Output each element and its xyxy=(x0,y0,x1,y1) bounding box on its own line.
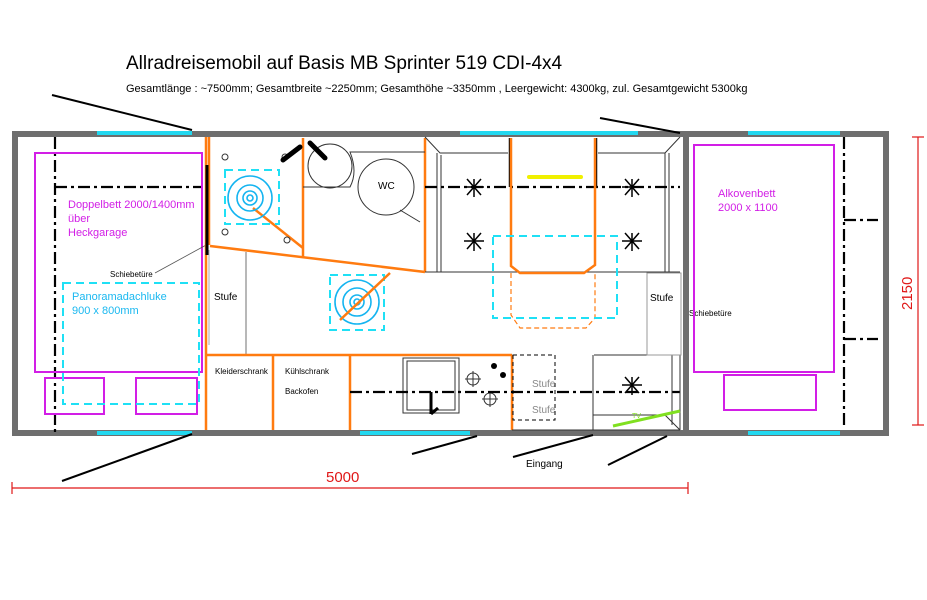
plan-title: Allradreisemobil auf Basis MB Sprinter 5… xyxy=(126,53,563,74)
dimension-width xyxy=(912,136,924,426)
rear-bed-label: Heckgarage xyxy=(68,227,127,239)
roof-vent xyxy=(329,274,385,331)
oven-label: Backofen xyxy=(285,387,318,396)
dimension-length xyxy=(11,482,689,494)
skylight-label: 900 x 800mm xyxy=(72,305,139,317)
tv-label: TV xyxy=(632,413,641,420)
alcove-bed xyxy=(693,144,835,373)
tv-mount xyxy=(612,409,681,428)
skylight-label: Panoramadachluke xyxy=(72,291,167,303)
wc-label: WC xyxy=(378,181,395,192)
door-lines xyxy=(51,94,681,482)
alcove-bed-label: 2000 x 1100 xyxy=(718,202,778,214)
roof-vent-fan xyxy=(334,272,391,325)
windows xyxy=(97,131,840,435)
sliding-door-label: Schiebetüre xyxy=(689,309,732,318)
rear-storage xyxy=(44,377,105,415)
entrance-label: Eingang xyxy=(526,459,563,470)
alcove-storage xyxy=(723,374,817,411)
wardrobe-label: Kleiderschrank xyxy=(215,367,269,376)
rear-storage xyxy=(135,377,198,415)
fridge-label: Kühlschrank xyxy=(285,367,330,376)
ceiling-light-icon xyxy=(464,178,642,395)
panorama-skylight xyxy=(62,282,200,405)
alcove-bed-label: Alkovenbett xyxy=(718,188,775,200)
step-left-label: Stufe xyxy=(214,292,238,303)
entry-step-label: Stufe xyxy=(532,379,556,390)
entry-step-label: Stufe xyxy=(532,405,556,416)
length-label: 5000 xyxy=(326,469,359,486)
width-label: 2150 xyxy=(899,277,916,310)
sliding-door-label: Schiebetüre xyxy=(110,270,153,279)
kitchen xyxy=(402,357,506,416)
rear-bed-label: Doppelbett 2000/1400mm xyxy=(68,199,195,211)
rear-bed xyxy=(34,152,203,373)
bathroom xyxy=(204,137,427,430)
rear-bed-label: über xyxy=(68,213,90,225)
plan-specs: Gesamtlänge : ~7500mm; Gesamtbreite ~225… xyxy=(126,83,748,95)
step-right-label: Stufe xyxy=(650,293,674,304)
